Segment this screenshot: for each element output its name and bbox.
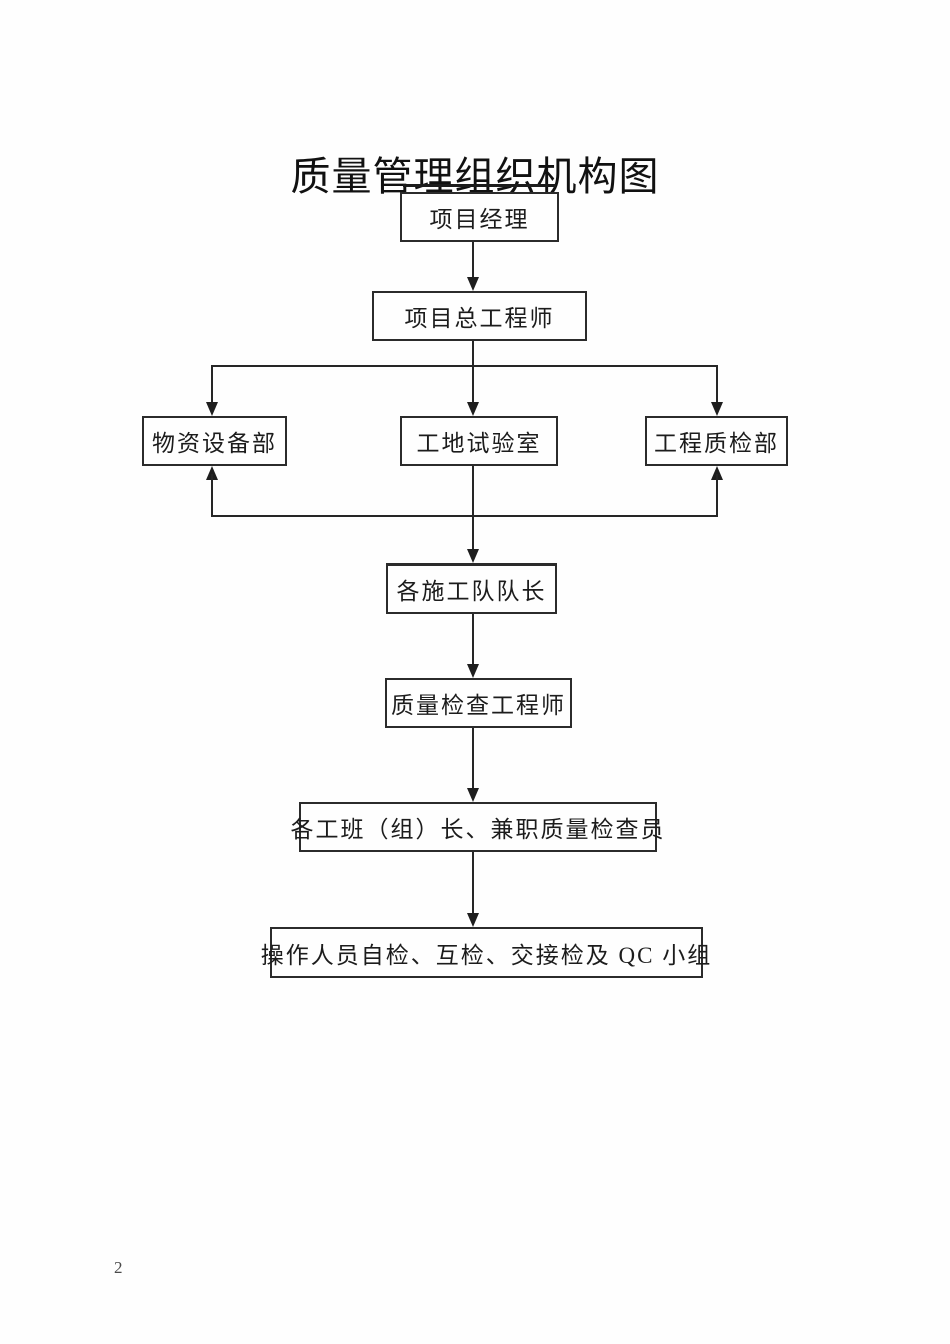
arrowhead-into-team-leaders [467,549,479,563]
node-label: 工地试验室 [416,431,542,456]
node-label: 物资设备部 [152,431,277,456]
node-site-laboratory: 工地试验室 [400,416,558,466]
node-materials-equipment-dept: 物资设备部 [142,416,287,466]
node-label: 各施工队队长 [396,579,547,604]
arrowhead-into-shift-leaders [467,788,479,802]
arrowhead-into-materials-dept [206,402,218,416]
node-shift-group-leaders: 各工班（组）长、兼职质量检查员 [291,802,664,852]
arrowhead-into-chief-engineer [467,277,479,291]
connector-ce-stem [472,341,474,367]
node-construction-team-leaders: 各施工队队长 [386,563,557,614]
node-chief-engineer: 项目总工程师 [372,291,587,341]
node-label: 操作人员自检、互检、交接检及 QC 小组 [260,942,713,968]
node-label: 工程质检部 [654,431,779,456]
node-quality-check-engineer: 质量检查工程师 [385,678,572,728]
arrowhead-into-quality-dept [711,402,723,416]
arrowhead-into-operators [467,913,479,927]
page-title: 质量管理组织机构图 [290,154,660,199]
connector-lab-to-leaders [472,466,474,550]
connector-feedback-left [211,474,213,517]
connector-shift-leaders-to-operators [472,852,474,915]
page-number: 2 [114,1258,123,1277]
node-label: 各工班（组）长、兼职质量检查员 [290,817,666,842]
title-underline [403,184,556,187]
connector-branch-top [211,365,718,367]
connector-branch-right [716,365,718,405]
connector-leaders-to-engineer [472,614,474,666]
connector-branch-left [211,365,213,405]
node-quality-inspection-dept: 工程质检部 [645,416,788,466]
arrowhead-up-into-materials-dept [206,466,218,480]
connector-pm-to-ce [472,242,474,282]
node-operators-qc-group: 操作人员自检、互检、交接检及 QC 小组 [261,927,710,978]
node-label: 质量检查工程师 [391,693,566,718]
connector-feedback-bar [211,515,718,517]
node-project-manager: 项目经理 [400,192,559,242]
connector-feedback-right [716,474,718,517]
arrowhead-up-into-quality-dept [711,466,723,480]
node-label: 项目经理 [429,207,530,232]
connector-branch-center [472,365,474,405]
arrowhead-into-site-laboratory [467,402,479,416]
arrowhead-into-check-engineer [467,664,479,678]
node-label: 项目总工程师 [404,306,555,331]
connector-engineer-to-shift-leaders [472,728,474,790]
